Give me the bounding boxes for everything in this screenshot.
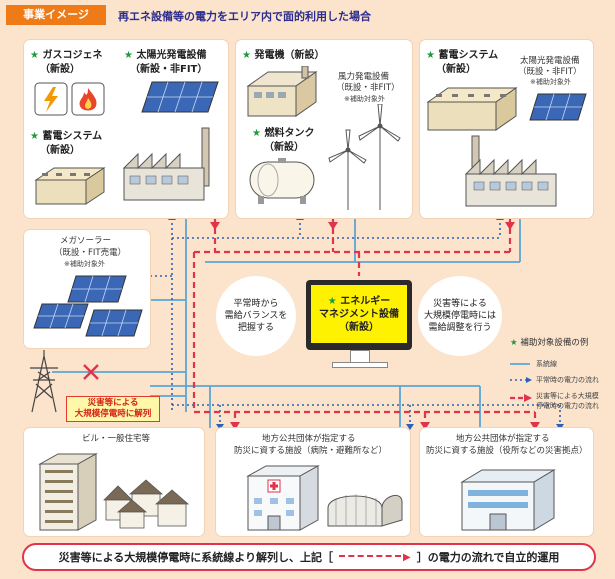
- buildings-label: ビル・一般住宅等: [82, 434, 151, 444]
- legend-grid: 系統線: [536, 360, 557, 368]
- arrow-icon: [530, 422, 540, 430]
- facility-2-label: 地方公共団体が指定する: [456, 434, 550, 444]
- solar-new-label: ★ 太陽光発電設備: [124, 50, 207, 61]
- fuel-tank-icon: [249, 158, 315, 204]
- solar-panel-icon: [529, 93, 587, 121]
- star-icon: ★: [124, 50, 133, 61]
- monitor-base: [332, 362, 388, 368]
- star-icon: ★: [510, 338, 518, 348]
- legend-subsidy: ★ 補助対象設備の例: [510, 338, 589, 348]
- star-icon: ★: [327, 295, 337, 307]
- apartment-icon: [38, 453, 98, 531]
- bottom-summary-before: 災害等による大規模停電時に系統線より解列し、上記［: [58, 551, 334, 564]
- generator-label: ★ 発電機（新設）: [242, 50, 325, 61]
- office-building-icon: [460, 469, 556, 531]
- arrow-icon: [505, 222, 515, 230]
- arrow-icon: [406, 424, 414, 430]
- storage-left-label: ★ 蓄電システム: [30, 131, 103, 142]
- mega-solar-status: （既設・FIT売電）: [54, 248, 127, 258]
- gas-cogen-status: （新設）: [40, 64, 80, 75]
- arrow-icon: [420, 422, 430, 430]
- arrow-icon: [328, 222, 338, 230]
- star-icon: ★: [252, 128, 261, 139]
- star-icon: ★: [426, 50, 435, 61]
- wind-note: ※補助対象外: [344, 95, 385, 103]
- grid-disconnect-label: 災害等による 大規模停電時に解列: [66, 396, 160, 422]
- arrow-icon: [556, 424, 564, 430]
- bottom-summary: 災害等による大規模停電時に系統線より解列し、上記［ ▶ ］の電力の流れで自立的運…: [22, 543, 596, 571]
- generator-building-icon: [246, 66, 318, 117]
- fuel-tank-label: ★ 燃料タンク: [252, 128, 315, 139]
- arrow-icon: [216, 424, 224, 430]
- factory-icon: [122, 127, 210, 201]
- mega-solar-note: ※補助対象外: [64, 260, 105, 268]
- factory-icon: [464, 135, 557, 207]
- storage-right-status: （新設）: [436, 64, 476, 75]
- star-icon: ★: [30, 131, 39, 142]
- battery-storage-icon: [34, 167, 106, 205]
- star-icon: ★: [30, 50, 39, 61]
- monitor-icon: ★ エネルギー マネジメント設備 （新設）: [306, 280, 412, 350]
- star-icon: ★: [242, 50, 251, 61]
- wind-turbine-icon: [328, 104, 401, 210]
- facility-1-detail: 防災に資する施設（病院・避難所など）: [234, 446, 388, 456]
- normal-flow-lines: [150, 218, 561, 428]
- legend-swatches: [510, 363, 532, 402]
- cross-mark-icon: [83, 364, 99, 380]
- solar-panel-icon: [141, 81, 219, 113]
- mega-solar-label: メガソーラー: [60, 236, 112, 246]
- arrow-icon: [230, 422, 240, 430]
- arrow-icon: [210, 222, 220, 230]
- storage-right-label: ★ 蓄電システム: [426, 50, 499, 61]
- section-tag: 事業イメージ: [6, 5, 106, 25]
- legend-normal-flow: 平常時の電力の流れ: [536, 376, 599, 384]
- transmission-tower-icon: [30, 350, 58, 413]
- gymnasium-icon: [327, 494, 403, 527]
- wind-status: （既設・非FIT）: [336, 83, 400, 93]
- solar-existing-label: 太陽光発電設備: [520, 56, 580, 66]
- fuel-tank-status: （新設）: [264, 142, 304, 153]
- arrow-icon: ▶: [403, 551, 411, 563]
- facility-2-detail: 防災に資する施設（役所などの災害拠点）: [426, 446, 588, 456]
- facility-1-label: 地方公共団体が指定する: [262, 434, 356, 444]
- disaster-flow-sample: [339, 554, 402, 557]
- gas-cogen-label: ★ ガスコジェネ: [30, 50, 103, 61]
- house-icon: [103, 479, 190, 529]
- hospital-icon: [246, 465, 320, 531]
- battery-storage-icon: [426, 87, 518, 131]
- legend-disaster-flow-2: 停電時の電力の流れ: [536, 402, 599, 410]
- storage-left-status: （新設）: [40, 145, 80, 156]
- headline: 再エネ設備等の電力をエリア内で面的利用した場合: [118, 10, 371, 23]
- solar-new-status: （新設・非FIT）: [130, 64, 208, 75]
- normal-balance-note: 平常時から需給バランスを把握する: [216, 276, 296, 356]
- solar-panel-icon: [33, 275, 143, 337]
- solar-existing-status: （既設・非FIT）: [518, 67, 582, 77]
- bottom-summary-after: ］の電力の流れで自立的運用: [416, 551, 560, 564]
- wind-label: 風力発電設備: [338, 72, 390, 82]
- gas-cogen-illustration: [34, 82, 105, 116]
- legend-disaster-flow-1: 災害等による大規模: [536, 392, 599, 400]
- ems-screen: ★ エネルギー マネジメント設備 （新設）: [311, 285, 407, 343]
- solar-existing-note: ※補助対象外: [530, 78, 571, 86]
- disaster-adjust-note: 災害等による大規模停電時には需給調整を行う: [418, 276, 502, 356]
